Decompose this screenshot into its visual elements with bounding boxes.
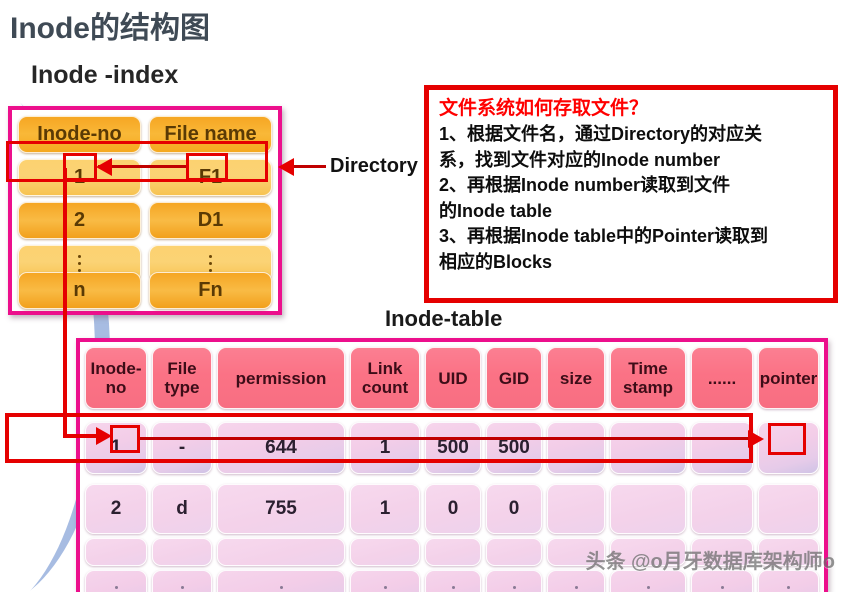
inode-index-cell-1-marker <box>63 153 97 181</box>
inode-table-row-1[interactable]: 1 - 644 1 500 500 <box>85 422 819 474</box>
inode-index-label: Inode -index <box>31 61 179 89</box>
inode-table-row-3-size <box>547 538 605 566</box>
inode-table-row-ellipsis-gid <box>486 570 542 592</box>
question-box: 文件系统如何存取文件？ 1、根据文件名，通过Directory的对应关 系，找到… <box>424 85 838 303</box>
inode-table-header-inode-no-text: Inode-no <box>90 359 142 397</box>
inode-table-row-1-link-count: 1 <box>350 422 420 474</box>
inode-table-row-2[interactable]: 2 d 755 1 0 0 <box>85 484 819 534</box>
inode-table-header-permission: permission <box>217 347 345 409</box>
inode-table-row-1-permission: 644 <box>217 422 345 474</box>
inode-index-header-file-name: File name <box>149 116 272 153</box>
inode-table-row-3-ellipsis <box>691 538 753 566</box>
pointer-arrow-head <box>748 430 764 448</box>
inode-table-row-ellipsis-uid <box>425 570 481 592</box>
inode-index-row-2-file-name: D1 <box>149 202 272 239</box>
inode-table-row-3-timestamp <box>610 538 686 566</box>
inode-table-header-size: size <box>547 347 605 409</box>
inode-table-row-ellipsis-file-type <box>152 570 212 592</box>
connector-arrow-head <box>96 427 112 445</box>
inode-table-row-1-inode-no: 1 <box>85 422 147 474</box>
question-box-line-5: 3、再根据Inode table中的Pointer读取到 <box>439 226 769 246</box>
inode-table-cell-1-marker <box>110 425 140 453</box>
inode-index-header-inode-no: Inode-no <box>18 116 141 153</box>
inode-index-row-1-highlight <box>6 141 268 182</box>
inode-table-row-ellipsis-pointer <box>758 570 819 592</box>
inode-table-row-1-gid: 500 <box>486 422 542 474</box>
pointer-target-box <box>768 423 806 455</box>
inode-table-row-1-file-type: - <box>152 422 212 474</box>
inode-table-row-1-uid: 500 <box>425 422 481 474</box>
inode-table-row-ellipsis-ellipsis <box>691 570 753 592</box>
question-box-title: 文件系统如何存取文件？ <box>439 98 649 119</box>
inode-index-row-2[interactable]: 2 D1 <box>18 202 272 239</box>
inode-table-row-3-file-type <box>152 538 212 566</box>
page-title: Inode的结构图 <box>10 12 210 45</box>
inode-index-row-n-inode-no: n <box>18 272 141 309</box>
inode-table-header-inode-no: Inode-no <box>85 347 147 409</box>
inode-table-row-2-pointer <box>758 484 819 534</box>
inode-table-row-1-size <box>547 422 605 474</box>
inode-table-row-ellipsis-link-count <box>350 570 420 592</box>
inode-table-row-2-uid: 0 <box>425 484 481 534</box>
inode-table-row-3-pointer <box>758 538 819 566</box>
inode-table-row-2-gid: 0 <box>486 484 542 534</box>
inode-table-row-2-file-type: d <box>152 484 212 534</box>
question-box-line-1: 1、根据文件名，通过Directory的对应关 <box>439 124 763 144</box>
question-box-line-4: 的Inode table <box>439 200 553 221</box>
inode-index-header-row: Inode-no File name <box>18 116 272 153</box>
inode-table-header-ellipsis: ...... <box>691 347 753 409</box>
inode-index-cell-f1-marker <box>186 153 228 181</box>
inode-table-row-2-link-count: 1 <box>350 484 420 534</box>
arrow-f1-to-inode-head <box>96 158 112 176</box>
inode-index-row-2-inode-no: 2 <box>18 202 141 239</box>
directory-label: Directory <box>330 155 418 177</box>
question-box-line-2: 系，找到文件对应的Inode number <box>439 149 721 170</box>
inode-table-row-3-link-count <box>350 538 420 566</box>
inode-table-row-ellipsis-inode-no <box>85 570 147 592</box>
inode-table-row-3[interactable] <box>85 538 819 566</box>
inode-table-row-ellipsis-permission <box>217 570 345 592</box>
question-box-line-6: 相应的Blocks <box>439 251 553 272</box>
inode-table-row-1-timestamp <box>610 422 686 474</box>
inode-table-row-2-permission: 755 <box>217 484 345 534</box>
inode-table-row-ellipsis-timestamp <box>610 570 686 592</box>
inode-index-row-n-file-name: Fn <box>149 272 272 309</box>
inode-table-row-2-inode-no: 2 <box>85 484 147 534</box>
question-box-line-3: 2、再根据Inode number读取到文件 <box>439 175 731 195</box>
inode-table-row-2-timestamp <box>610 484 686 534</box>
inode-table-header-gid: GID <box>486 347 542 409</box>
directory-arrow-head <box>278 158 294 176</box>
inode-table-row-2-ellipsis <box>691 484 753 534</box>
inode-index-panel: Inode-no File name 1 F1 2 D1 n Fn <box>8 106 282 315</box>
pointer-arrow-line <box>138 437 756 440</box>
watermark: 头条 @o月牙数据库架构师o <box>585 551 836 573</box>
arrow-f1-to-inode-line <box>98 165 188 168</box>
inode-table-header-pointer: pointer <box>758 347 819 409</box>
inode-table-row-2-size <box>547 484 605 534</box>
inode-table-header-uid: UID <box>425 347 481 409</box>
inode-table-label: Inode-table <box>385 306 503 331</box>
inode-table-row-3-inode-no <box>85 538 147 566</box>
connector-vertical <box>63 168 67 438</box>
inode-table-row-ellipsis-size <box>547 570 605 592</box>
inode-table-row-3-uid <box>425 538 481 566</box>
connector-horizontal <box>63 434 103 438</box>
inode-table-row-3-permission <box>217 538 345 566</box>
inode-index-row-n[interactable]: n Fn <box>18 272 272 309</box>
directory-arrow-line <box>292 165 326 168</box>
inode-table-row-3-gid <box>486 538 542 566</box>
inode-table-row-ellipsis <box>85 570 819 592</box>
